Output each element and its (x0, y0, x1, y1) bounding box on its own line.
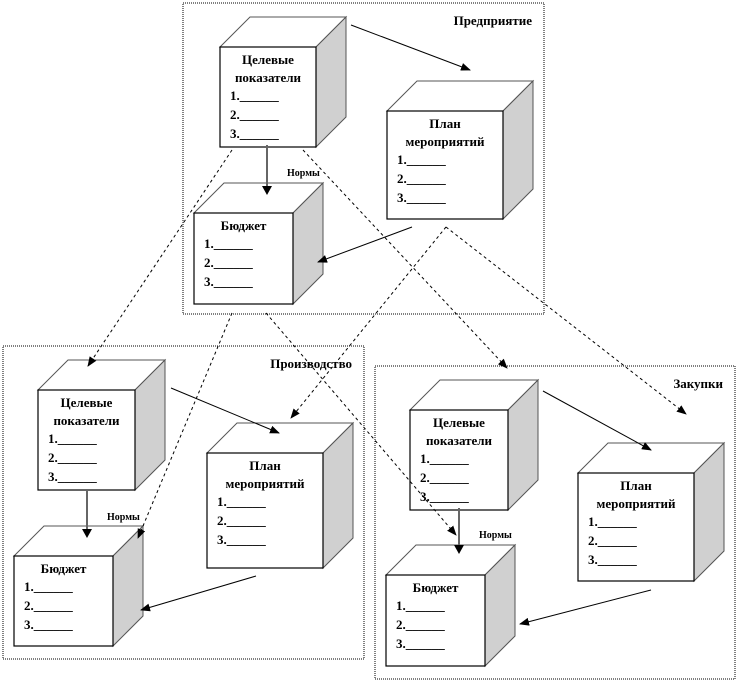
cube-title: показатели (235, 70, 302, 85)
cube-targets: Целевые показатели 1.______ 2.______ 3._____… (408, 378, 540, 512)
cube-list-item: 3.______ (396, 636, 445, 651)
cube-title: План (429, 116, 461, 131)
cube-title: План (249, 458, 281, 473)
cube-list-item: 2.______ (230, 107, 279, 122)
dashed-arrow-enterprise-targets-to-purchasing (302, 149, 508, 369)
cube-list-item: 2.______ (48, 450, 97, 465)
arrow-targets-to-plan (170, 387, 280, 434)
cube-title: мероприятий (406, 134, 485, 149)
cube-list-item: 2.______ (24, 598, 73, 613)
cube-targets: Целевые показатели 1.______ 2.______ 3._____… (218, 15, 348, 149)
arrow-targets-to-plan (350, 24, 471, 71)
cube-list-item: 1.______ (217, 494, 266, 509)
cube-list-item: 1.______ (48, 431, 97, 446)
cube-front-face (385, 574, 486, 667)
cube-plan: План мероприятий 1.______ 2.______ 3.______ (385, 79, 535, 221)
cube-title: Бюджет (413, 580, 459, 595)
arrow-targets-to-plan (542, 390, 652, 451)
cube-title: мероприятий (226, 476, 305, 491)
cube-budget: Бюджет 1.______ 2.______ 3.______ (12, 524, 145, 648)
cube-plan: План мероприятий 1.______ 2.______ 3.______ (205, 421, 355, 570)
cube-title: показатели (426, 433, 493, 448)
arrow-plan-to-budget (140, 575, 257, 612)
cube-list-item: 3.______ (48, 469, 97, 484)
cube-list-item: 2.______ (396, 617, 445, 632)
cube-front-face (409, 409, 509, 511)
arrow-plan-to-budget (317, 226, 413, 263)
cube-title: Целевые (433, 415, 485, 430)
dashed-arrow-enterprise-plan-to-purchasing-plan (445, 226, 687, 415)
cube-list-item: 3.______ (420, 489, 469, 504)
dashed-arrows (87, 149, 687, 539)
cube-front-face (37, 389, 136, 491)
cube-list-item: 1.______ (420, 451, 469, 466)
dashed-arrow-enterprise-budget-to-production-budget (137, 312, 233, 539)
dashed-arrow-enterprise-plan-to-production-plan (290, 226, 447, 419)
cube-list-item: 1.______ (24, 579, 73, 594)
cube-list-item: 2.______ (204, 255, 253, 270)
cube-front-face (193, 212, 294, 305)
cube-title: Бюджет (221, 218, 267, 233)
group-label: Предприятие (454, 13, 533, 28)
cube-list-item: 3.______ (230, 126, 279, 141)
cube-list-item: 1.______ (230, 88, 279, 103)
cube-title: Целевые (61, 395, 113, 410)
dashed-arrow-enterprise-budget-to-purchasing-budget (265, 312, 457, 536)
cube-list-item: 1.______ (588, 514, 637, 529)
norms-label: Нормы (107, 512, 140, 523)
cube-front-face (206, 452, 324, 569)
cube-title: План (620, 478, 652, 493)
norms-label: Нормы (287, 168, 320, 179)
cube-budget: Бюджет 1.______ 2.______ 3.______ (384, 543, 517, 668)
cube-title: показатели (53, 413, 120, 428)
norms-label: Нормы (479, 530, 512, 541)
cube-targets: Целевые показатели 1.______ 2.______ 3._____… (36, 358, 167, 492)
arrow-plan-to-budget (519, 589, 652, 626)
cube-front-face (13, 555, 114, 647)
cube-title: Целевые (242, 52, 294, 67)
cube-list-item: 3.______ (217, 532, 266, 547)
cube-list-item: 3.______ (204, 274, 253, 289)
cube-title: Бюджет (41, 561, 87, 576)
cube-list-item: 2.______ (588, 533, 637, 548)
cube-title: мероприятий (597, 496, 676, 511)
cube-front-face (577, 472, 695, 582)
cube-list-item: 1.______ (397, 152, 446, 167)
cube-list-item: 1.______ (204, 236, 253, 251)
cube-list-item: 3.______ (397, 190, 446, 205)
cube-list-item: 3.______ (24, 617, 73, 632)
cube-list-item: 3.______ (588, 552, 637, 567)
cube-budget: Бюджет 1.______ 2.______ 3.______ (192, 181, 325, 306)
cube-list-item: 1.______ (396, 598, 445, 613)
cube-plan: План мероприятий 1.______ 2.______ 3.______ (576, 441, 726, 583)
cube-front-face (386, 110, 504, 220)
dashed-arrow-enterprise-targets-to-production-targets (87, 149, 233, 367)
solid-arrows (82, 24, 652, 626)
cube-front-face (219, 46, 317, 148)
cube-list-item: 2.______ (420, 470, 469, 485)
group-label: Закупки (673, 376, 723, 391)
cube-list-item: 2.______ (397, 171, 446, 186)
cube-list-item: 2.______ (217, 513, 266, 528)
